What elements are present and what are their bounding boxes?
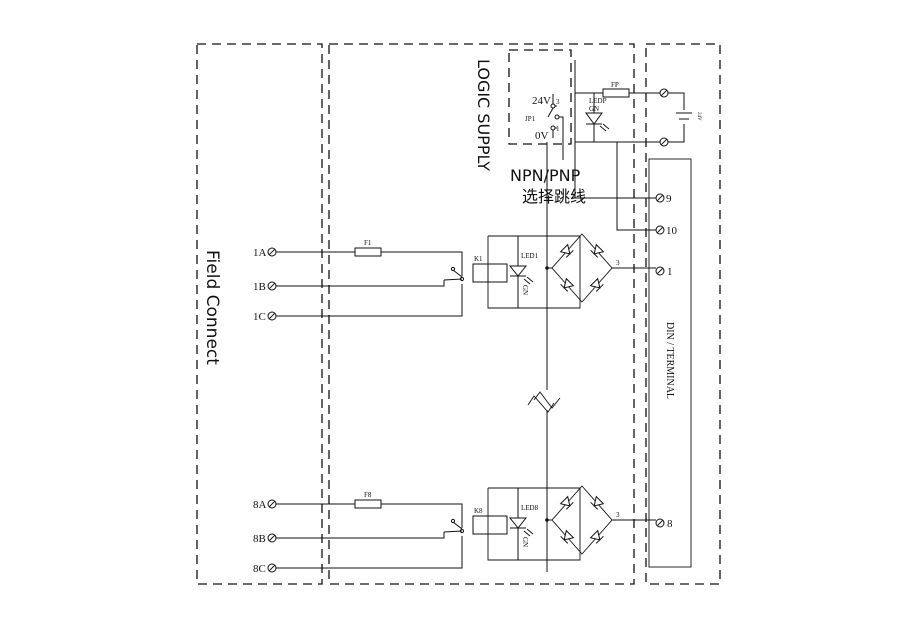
jumper-pin3: 3 [556, 98, 560, 106]
logic-frame [328, 43, 635, 585]
led8 [508, 517, 528, 529]
bus-wires [527, 142, 656, 572]
field-connect-frame [196, 43, 323, 585]
jumper-0v-label: 0V [535, 130, 549, 142]
led-power-color: GN [589, 105, 599, 113]
relay-k8-coil [472, 515, 508, 535]
channel-8-a-label: 8A [253, 499, 267, 511]
fuse-f8 [354, 499, 382, 509]
supply-label: 24V [696, 112, 701, 121]
terminal-1-label: 1 [667, 266, 673, 278]
bridge-1-out: 3 [616, 259, 620, 267]
led1-label: LED1 [521, 252, 539, 260]
channel-1-a-label: 1A [253, 247, 267, 259]
jumper-title-line2: 选择跳线 [522, 187, 586, 206]
terminal-10: 10 [655, 225, 678, 237]
led1-color: GN [521, 285, 529, 295]
din-terminal-title: DIN / TERMINAL [664, 322, 675, 399]
fuse-fp [602, 88, 630, 98]
channel-1-b-label: 1B [253, 281, 266, 293]
terminal-9: 9 [655, 193, 672, 205]
led1 [508, 265, 528, 277]
relay-k1-label: K1 [474, 255, 483, 263]
logic-supply-title: LOGIC SUPPLY [474, 59, 493, 171]
field-connect-title: Field Connect [202, 250, 222, 365]
channel-8-c-label: 8C [253, 563, 266, 575]
terminal-10-label: 10 [666, 225, 678, 237]
jumper-24v-label: 24V [532, 95, 551, 107]
led8-color: GN [521, 537, 529, 547]
channel-1-c-label: 1C [253, 311, 266, 323]
relay-k8-label: K8 [474, 507, 483, 515]
relay-k1-coil [472, 263, 508, 283]
fuse-f8-label: F8 [364, 491, 372, 499]
din-frame [645, 43, 721, 585]
jumper-title-line1: NPN/PNP [510, 166, 581, 185]
led8-label: LED8 [521, 504, 539, 512]
terminal-8-label: 8 [667, 518, 673, 530]
led-power [585, 112, 603, 125]
bridge-8 [551, 485, 613, 555]
fuse-f1 [354, 247, 382, 257]
channel-1: 1A 1B 1C F1 K1 LED1 GN 3 1 [253, 233, 673, 323]
npn-pnp-jumper: NPN/PNP 选择跳线 24V JP1 0V 3 1 [510, 94, 586, 206]
channel-8-b-label: 8B [253, 533, 266, 545]
power-section: FP LEDP GN 24V [574, 60, 701, 147]
fuse-fp-label: FP [611, 81, 619, 89]
bridge-1 [551, 233, 613, 303]
fuse-f1-label: F1 [364, 239, 372, 247]
bridge-8-out: 3 [616, 511, 620, 519]
channel-8: 8A 8B 8C F8 K8 LED8 GN 3 8 [253, 485, 673, 575]
jumper-label: JP1 [525, 115, 536, 123]
jumper-pin1: 1 [556, 125, 560, 133]
led-power-label: LEDP [589, 97, 607, 105]
terminal-9-label: 9 [666, 193, 672, 205]
